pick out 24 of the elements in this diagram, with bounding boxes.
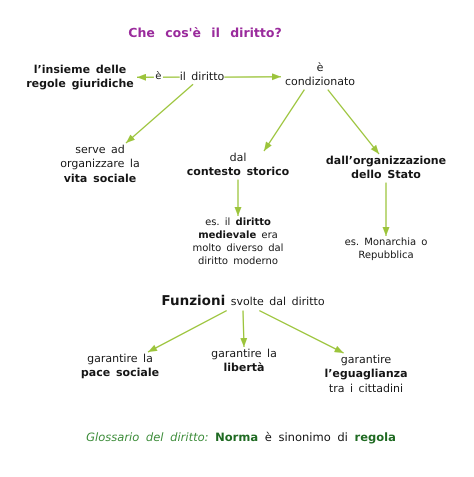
- concept-text: garantire l’eguaglianza tra i cittadini: [310, 353, 422, 396]
- arrow: [263, 89, 305, 152]
- concept-text: dal contesto storico: [173, 151, 303, 180]
- concept-text: garantire la libertà: [192, 347, 296, 376]
- concept-text: serve ad organizzare la vita sociale: [48, 143, 152, 186]
- arrow: [382, 182, 390, 236]
- concept-text: Funzioni svolte dal diritto: [161, 293, 325, 311]
- arrow: [148, 310, 227, 353]
- concept-text: es. il diritto medievale era molto diverso dal diritto moderno: [184, 216, 292, 268]
- glossary-note: Glossario del diritto: Norma è sinonimo di regola: [86, 430, 396, 444]
- arrow: [327, 89, 380, 154]
- arrow: [126, 84, 194, 144]
- arrow: [224, 73, 281, 80]
- arrow: [234, 180, 242, 216]
- arrow: [259, 310, 344, 354]
- concept-text: dall’organizzazione dello Stato: [316, 154, 456, 183]
- concept-text: il diritto: [180, 70, 224, 84]
- arrow: [240, 310, 248, 348]
- title: Che cos'è il diritto?: [128, 25, 282, 40]
- arrow: [137, 74, 180, 81]
- concept-text: è condizionato: [281, 61, 359, 90]
- concept-text: es. Monarchia o Repubblica: [334, 236, 438, 262]
- concept-text: l’insieme delle regole giuridiche: [23, 63, 137, 92]
- concept-text: garantire la pace sociale: [64, 352, 176, 381]
